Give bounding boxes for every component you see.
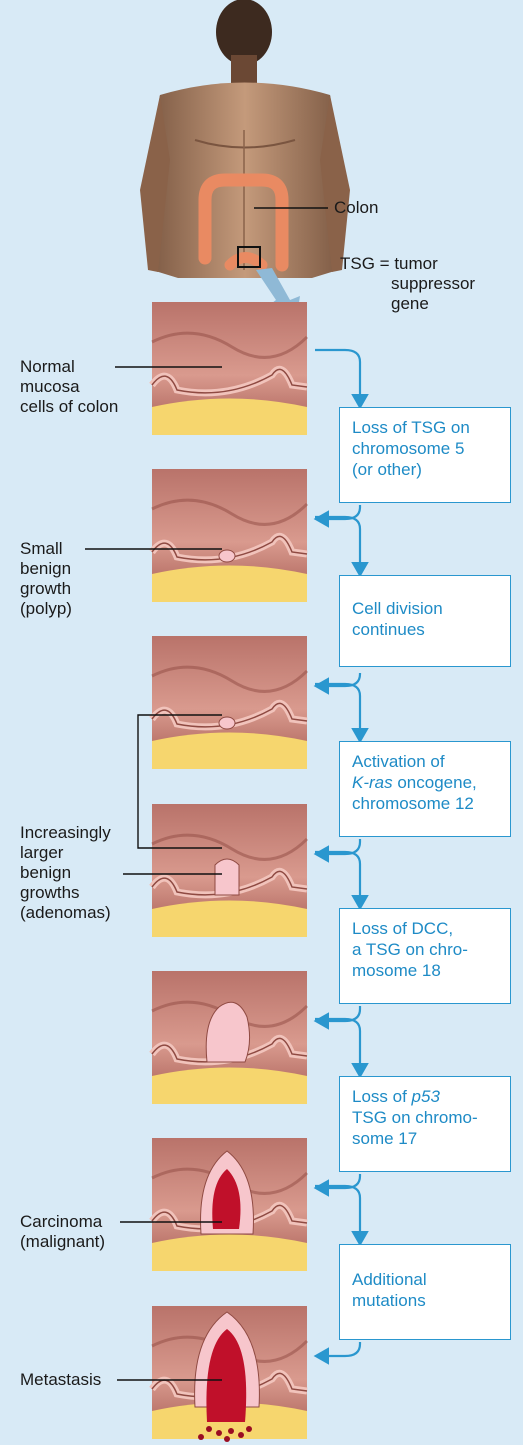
step-line: K-ras oncogene,	[352, 772, 500, 793]
metastatic-cell	[198, 1434, 204, 1440]
label-line: benign	[20, 559, 72, 579]
label-line: Small	[20, 539, 72, 559]
label-line: Normal	[20, 357, 118, 377]
adenomas-label: Increasingly larger benign growths (aden…	[20, 823, 111, 923]
submucosa-layer	[152, 566, 307, 603]
step-line: chromosome 5	[352, 438, 500, 459]
step-line-prefix: Loss of	[352, 1087, 412, 1106]
step-box-6: Additional mutations	[339, 1244, 511, 1340]
tissue-panel-normal	[152, 302, 307, 435]
human-torso	[140, 0, 350, 278]
polyp-label: Small benign growth (polyp)	[20, 539, 72, 619]
step-line: continues	[352, 619, 500, 640]
metastatic-cell	[216, 1430, 222, 1436]
submucosa-layer	[152, 399, 307, 436]
step-line: a TSG on chro-	[352, 939, 500, 960]
carcinoma-label: Carcinoma (malignant)	[20, 1212, 105, 1252]
label-line: larger	[20, 843, 111, 863]
step-box-2: Cell division continues	[339, 575, 511, 667]
step-line: Additional	[352, 1269, 500, 1290]
step-box-4: Loss of DCC, a TSG on chro- mosome 18	[339, 908, 511, 1004]
label-line: growth	[20, 579, 72, 599]
label-line: mucosa	[20, 377, 118, 397]
step-arrow-out	[315, 1186, 360, 1242]
label-line: (malignant)	[20, 1232, 105, 1252]
tissue-panel-polyp	[152, 469, 307, 602]
step-arrow-out	[315, 684, 360, 739]
submucosa-layer	[152, 1235, 307, 1272]
tissue-panel-metastasis	[152, 1306, 307, 1442]
step-box-3: Activation of K-ras oncogene, chromosome…	[339, 741, 511, 837]
step-line: Activation of	[352, 751, 500, 772]
tsg-legend: TSG = tumor suppressor gene	[340, 254, 475, 314]
tsg-legend-line: gene	[340, 294, 475, 314]
step-line: TSG on chromo-	[352, 1107, 500, 1128]
polyp-growth	[219, 717, 235, 729]
step-box-5: Loss of p53 TSG on chromo- some 17	[339, 1076, 511, 1172]
step-arrow-out	[315, 852, 360, 906]
metastatic-cell	[228, 1428, 234, 1434]
label-line: (adenomas)	[20, 903, 111, 923]
oncogene-name: K-ras	[352, 773, 393, 792]
submucosa-layer	[152, 1068, 307, 1105]
step-arrow-out	[315, 517, 360, 573]
metastatic-cell	[246, 1426, 252, 1432]
metastasis-label: Metastasis	[20, 1370, 101, 1390]
tissue-panel-carcinoma	[152, 1138, 307, 1271]
tsg-legend-line: TSG = tumor	[340, 254, 475, 274]
tissue-panels	[152, 302, 307, 1442]
step-line: Loss of TSG on	[352, 417, 500, 438]
step-line: mosome 18	[352, 960, 500, 981]
step-line: (or other)	[352, 459, 500, 480]
metastatic-cell	[238, 1432, 244, 1438]
adenoma-growth	[215, 859, 239, 895]
tsg-legend-line: suppressor	[340, 274, 475, 294]
normal-mucosa-label: Normal mucosa cells of colon	[20, 357, 118, 417]
step-line: chromosome 12	[352, 793, 500, 814]
colon-label: Colon	[334, 198, 378, 218]
step-arrow-out	[315, 1019, 360, 1074]
step-line: some 17	[352, 1128, 500, 1149]
submucosa-layer	[152, 901, 307, 938]
submucosa-layer	[152, 733, 307, 770]
label-line: growths	[20, 883, 111, 903]
step-line: Cell division	[352, 598, 500, 619]
label-line: (polyp)	[20, 599, 72, 619]
tissue-panel-polyp-grown	[152, 636, 307, 769]
label-line: Carcinoma	[20, 1212, 105, 1232]
metastatic-cell	[224, 1436, 230, 1442]
label-line: cells of colon	[20, 397, 118, 417]
label-line: benign	[20, 863, 111, 883]
polyp-growth	[219, 550, 235, 562]
step-line: mutations	[352, 1290, 500, 1311]
gene-name: p53	[412, 1087, 440, 1106]
step-line: Loss of DCC,	[352, 918, 500, 939]
step-arrow-in	[318, 1342, 360, 1356]
metastatic-cell	[206, 1426, 212, 1432]
step-line: Loss of p53	[352, 1086, 500, 1107]
step-arrow-out	[315, 350, 360, 405]
step-box-1: Loss of TSG on chromosome 5 (or other)	[339, 407, 511, 503]
tissue-panel-adenoma-large	[152, 971, 307, 1104]
step-line-rest: oncogene,	[393, 773, 477, 792]
label-line: Increasingly	[20, 823, 111, 843]
tissue-panel-adenoma-small	[152, 804, 307, 937]
